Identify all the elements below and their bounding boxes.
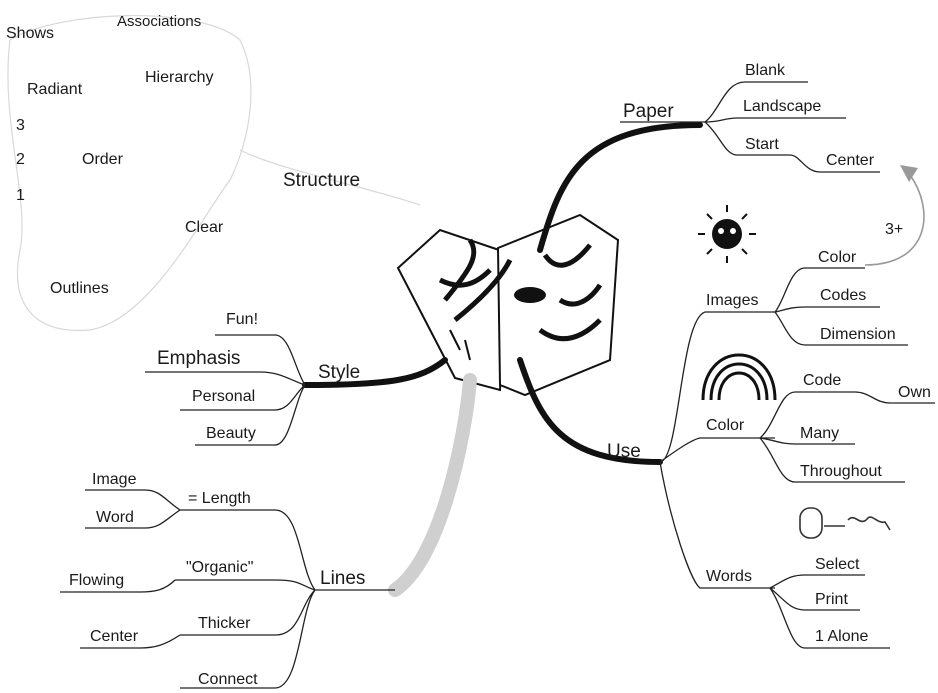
use-connectors [660, 312, 775, 588]
label-thicker: Thicker [198, 615, 251, 632]
label-hierarchy: Hierarchy [145, 69, 213, 86]
label-outlines: Outlines [50, 280, 109, 297]
label-length: = Length [188, 490, 251, 507]
label-images: Images [706, 292, 758, 309]
label-throughout: Throughout [800, 463, 882, 480]
label-clear: Clear [185, 219, 224, 236]
label-alone: 1 Alone [815, 628, 868, 645]
label-color: Color [706, 417, 745, 434]
label-start: Start [745, 136, 779, 153]
main-branch-paper: Paper [623, 101, 674, 122]
label-2: 2 [16, 151, 25, 168]
word-scribble-icon [800, 508, 890, 538]
label-word: Word [96, 509, 134, 526]
paper-start-arrow [865, 175, 924, 265]
label-three-plus: 3+ [885, 221, 903, 238]
main-branch-lines: Lines [320, 568, 365, 589]
label-images-color: Color [818, 249, 857, 266]
label-connect: Connect [198, 671, 258, 688]
label-paper-center: Center [826, 152, 875, 169]
label-beauty: Beauty [206, 425, 256, 442]
main-branch-use: Use [607, 441, 641, 462]
lines-connectors [175, 510, 315, 688]
label-dimension: Dimension [820, 326, 896, 343]
label-own: Own [898, 384, 931, 401]
label-fun: Fun! [226, 311, 258, 328]
label-image: Image [92, 471, 137, 488]
label-codes: Codes [820, 287, 866, 304]
label-print: Print [815, 591, 848, 608]
label-3: 3 [16, 117, 25, 134]
main-branch-structure: Structure [283, 170, 360, 191]
label-select: Select [815, 556, 860, 573]
label-1: 1 [16, 187, 25, 204]
label-order: Order [82, 151, 124, 168]
label-flowing: Flowing [69, 572, 124, 589]
rainbow-icon [703, 355, 775, 400]
label-shows: Shows [6, 25, 54, 42]
branch-lines [395, 380, 470, 590]
label-center: Center [90, 628, 139, 645]
label-landscape: Landscape [743, 98, 821, 115]
label-code: Code [803, 372, 841, 389]
sun-icon [698, 205, 756, 263]
label-organic: "Organic" [186, 559, 253, 576]
label-blank: Blank [745, 62, 786, 79]
label-radiant: Radiant [27, 81, 83, 98]
structure-bubble-outline [8, 16, 251, 331]
label-emphasis: Emphasis [157, 348, 240, 369]
label-words: Words [706, 568, 752, 585]
label-associations: Associations [117, 13, 201, 30]
main-branch-style: Style [318, 362, 360, 383]
arrow-head-icon [900, 165, 918, 182]
label-many: Many [800, 425, 839, 442]
label-personal: Personal [192, 388, 255, 405]
